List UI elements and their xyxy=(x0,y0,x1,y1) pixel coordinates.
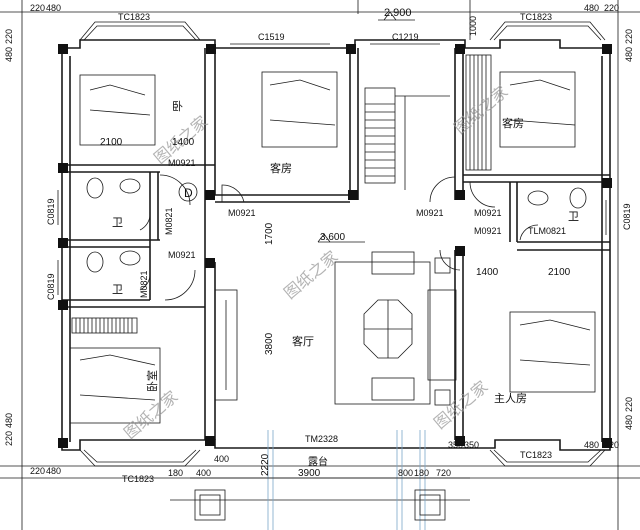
door-m0921-b: M0921 xyxy=(228,208,256,218)
level-marks: 2.900 3.600 xyxy=(317,7,415,243)
dim-left-top-a: 480 xyxy=(4,47,14,62)
dim-bottom-right-a: 480 xyxy=(584,440,599,450)
dim-left-bottom-a: 220 xyxy=(4,431,14,446)
dim-3900: 3900 xyxy=(298,468,321,479)
window-c1219: C1219 xyxy=(392,32,419,42)
window-c1519: C1519 xyxy=(258,32,285,42)
dim-400-b: 400 xyxy=(214,454,229,464)
dim-720: 720 xyxy=(436,468,451,478)
bay-windows xyxy=(57,21,607,467)
door-m0821-a: M0821 xyxy=(164,207,174,235)
window-tc-bottom-right: TC1823 xyxy=(520,450,552,460)
door-m0921-a: M0921 xyxy=(168,158,196,168)
bath-fixtures xyxy=(86,177,587,273)
door-m0921-c: M0921 xyxy=(416,208,444,218)
room-guest-top: 客房 xyxy=(270,161,292,175)
dim-350-a: 350 xyxy=(448,440,463,450)
window-c0819-b: C0819 xyxy=(46,273,56,300)
level-mark-top: 2.900 xyxy=(384,7,412,19)
window-tc-bottom-left: TC1823 xyxy=(122,474,154,484)
grid-marker-d: D xyxy=(178,182,198,202)
room-labels: 客房 客房 客厅 主人房 露台 卫 卫 卫 卧 卧室 xyxy=(112,100,579,468)
dim-180-b: 180 xyxy=(414,468,429,478)
dim-1700: 1700 xyxy=(264,222,275,245)
terrace-structure xyxy=(190,430,470,530)
dim-top-left-a: 220 xyxy=(30,3,45,13)
room-guest-top-right: 客房 xyxy=(502,116,524,130)
dim-180: 180 xyxy=(168,468,183,478)
watermark-4: 图纸之家 xyxy=(120,387,181,443)
door-swings xyxy=(139,174,539,301)
dim-400-a: 400 xyxy=(196,468,211,478)
room-terrace: 露台 xyxy=(308,455,328,468)
dim-right-bottom-b: 220 xyxy=(624,397,634,412)
door-m0921-e: M0921 xyxy=(474,226,502,236)
dim-2220: 2220 xyxy=(260,453,271,476)
dim-1400-top: 1400 xyxy=(172,137,195,148)
marker-d-label: D xyxy=(184,186,193,200)
room-living: 客厅 xyxy=(292,334,314,348)
dim-bottom-right-b: 220 xyxy=(604,440,619,450)
dim-left-top-b: 220 xyxy=(4,29,14,44)
window-labels: TC1823 TC1823 C1519 C1219 C0819 C0819 C0… xyxy=(46,12,632,484)
window-tc-top-left: TC1823 xyxy=(118,12,150,22)
window-tc-top-right: TC1823 xyxy=(520,12,552,22)
structural-columns xyxy=(58,44,612,448)
window-c0819-a: C0819 xyxy=(46,198,56,225)
window-c0819-right: C0819 xyxy=(622,203,632,230)
dim-3800: 3800 xyxy=(264,332,275,355)
door-m0921-f: M0921 xyxy=(168,250,196,260)
door-labels: M0921 M0921 M0921 M0921 M0921 M0921 M082… xyxy=(139,158,566,298)
beds xyxy=(69,71,596,424)
level-mark-center: 3.600 xyxy=(320,232,345,243)
room-bath-3: 卫 xyxy=(568,211,579,223)
dim-1400-right: 1400 xyxy=(476,267,499,278)
room-bath-2: 卫 xyxy=(112,284,123,296)
living-furniture xyxy=(214,251,457,406)
closet-hatching xyxy=(71,54,492,334)
door-tlm0821: TLM0821 xyxy=(528,226,566,236)
walls xyxy=(61,39,611,451)
dim-2100-top: 2100 xyxy=(100,137,123,148)
dim-top-right-a: 480 xyxy=(584,3,599,13)
dim-right-top-a: 480 xyxy=(624,47,634,62)
dimension-texts: 220 480 480 220 480 220 480 220 1000 210… xyxy=(4,3,634,479)
dim-bottom-left-a: 220 xyxy=(30,466,45,476)
watermark-3: 图纸之家 xyxy=(280,247,341,303)
room-bedroom-bl: 卧室 xyxy=(145,370,159,392)
dim-left-bottom-b: 480 xyxy=(4,413,14,428)
room-bedroom-tl: 卧 xyxy=(172,100,183,113)
staircase xyxy=(364,87,450,190)
door-m0921-d: M0921 xyxy=(474,208,502,218)
window-tm2328: TM2328 xyxy=(305,434,338,444)
door-m0821-b: M0821 xyxy=(139,270,149,298)
dim-2100-right: 2100 xyxy=(548,267,571,278)
dim-right-bottom-a: 480 xyxy=(624,415,634,430)
dim-bottom-left-b: 480 xyxy=(46,466,61,476)
dim-top-right-b: 220 xyxy=(604,3,619,13)
room-bath-1: 卫 xyxy=(112,217,123,229)
dim-right-top-b: 220 xyxy=(624,29,634,44)
room-master: 主人房 xyxy=(494,392,527,405)
dim-top-left-b: 480 xyxy=(46,3,61,13)
dim-350-b: 350 xyxy=(464,440,479,450)
dim-1000: 1000 xyxy=(468,16,478,36)
dim-800: 800 xyxy=(398,468,413,478)
